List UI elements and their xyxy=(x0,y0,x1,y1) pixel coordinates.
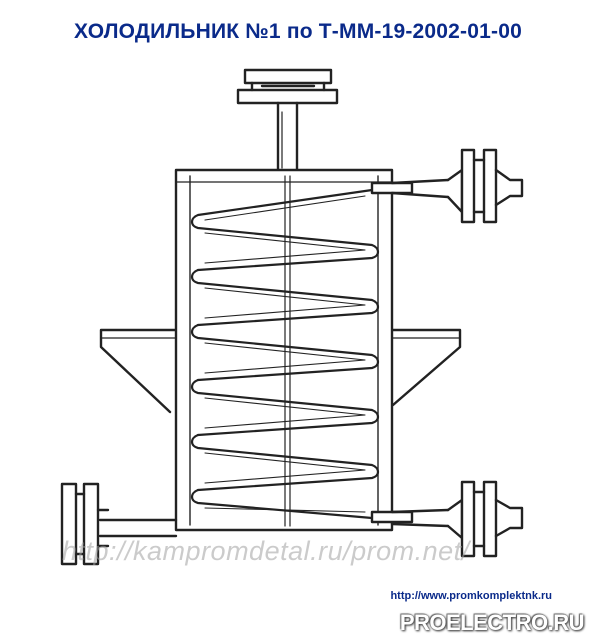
left-lower-nozzle xyxy=(60,482,178,566)
cooling-coil xyxy=(190,188,380,520)
right-hopper xyxy=(390,328,462,407)
watermark: http://kampromdetal.ru/prom.net/ xyxy=(62,536,470,566)
right-lower-nozzle xyxy=(370,480,524,558)
left-hopper xyxy=(99,328,178,414)
top-flange xyxy=(236,68,339,174)
right-upper-nozzle xyxy=(370,148,524,224)
source-url[interactable]: http://www.promkomplektnk.ru xyxy=(390,590,552,602)
vessel-body xyxy=(174,168,394,532)
brand-logo: PROELECTRO.RU xyxy=(399,610,585,635)
page-title: ХОЛОДИЛЬНИК №1 по Т-ММ-19-2002-01-00 xyxy=(74,20,522,43)
